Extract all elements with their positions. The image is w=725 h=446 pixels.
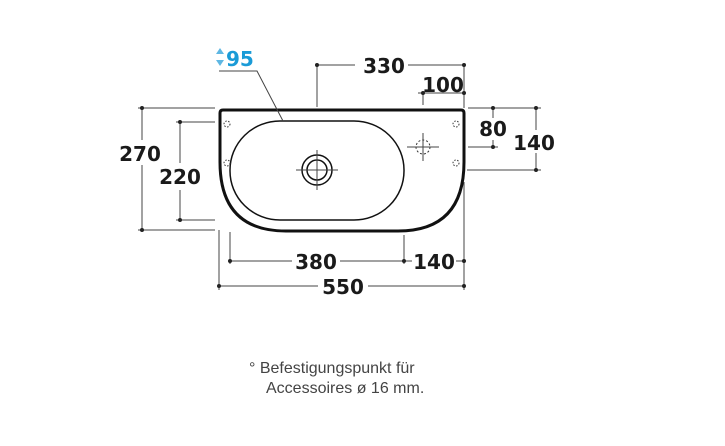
dim-140-right: 140	[513, 131, 555, 155]
basin-outline	[218, 108, 466, 233]
dim-380: 380	[295, 250, 337, 274]
dim-140-bottom: 140	[413, 250, 455, 274]
dim-550: 550	[322, 275, 364, 299]
depth-arrow-icon	[216, 48, 224, 66]
drain-icon	[296, 150, 338, 190]
footnote-line-1: ° Befestigungspunkt für	[249, 360, 415, 377]
depth-label: 95	[226, 47, 254, 71]
dim-330: 330	[363, 54, 405, 78]
bowl-outline	[229, 120, 405, 221]
fixing-points	[223, 120, 460, 167]
tap-hole-icon	[407, 133, 439, 161]
dim-100: 100	[422, 73, 464, 97]
dim-220: 220	[159, 165, 201, 189]
dim-80: 80	[479, 117, 507, 141]
footnote-line-2: Accessoires ø 16 mm.	[266, 380, 425, 397]
dim-270: 270	[119, 142, 161, 166]
